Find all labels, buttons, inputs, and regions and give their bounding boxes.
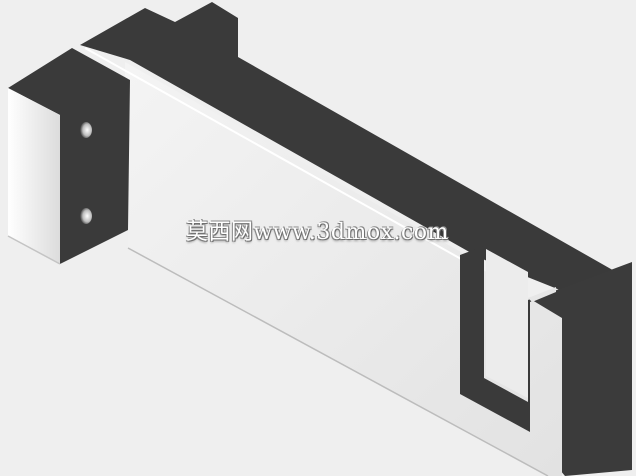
beam-end-face xyxy=(530,262,632,476)
site-watermark: 莫西网www.3dmox.com xyxy=(186,220,449,245)
beam-lower-edge xyxy=(127,247,549,476)
end-notch xyxy=(460,246,552,432)
beam-edge-highlight xyxy=(84,47,471,265)
left-block-top xyxy=(8,48,130,264)
mount-hole-lower xyxy=(80,208,92,224)
notch-corner xyxy=(528,287,556,302)
beam-top-face xyxy=(80,2,632,292)
mount-hole-upper xyxy=(80,122,92,138)
beam-front-face xyxy=(125,62,562,476)
left-block-side xyxy=(8,88,60,264)
left-block-edge xyxy=(7,235,61,265)
notch-inner-light xyxy=(486,249,528,398)
